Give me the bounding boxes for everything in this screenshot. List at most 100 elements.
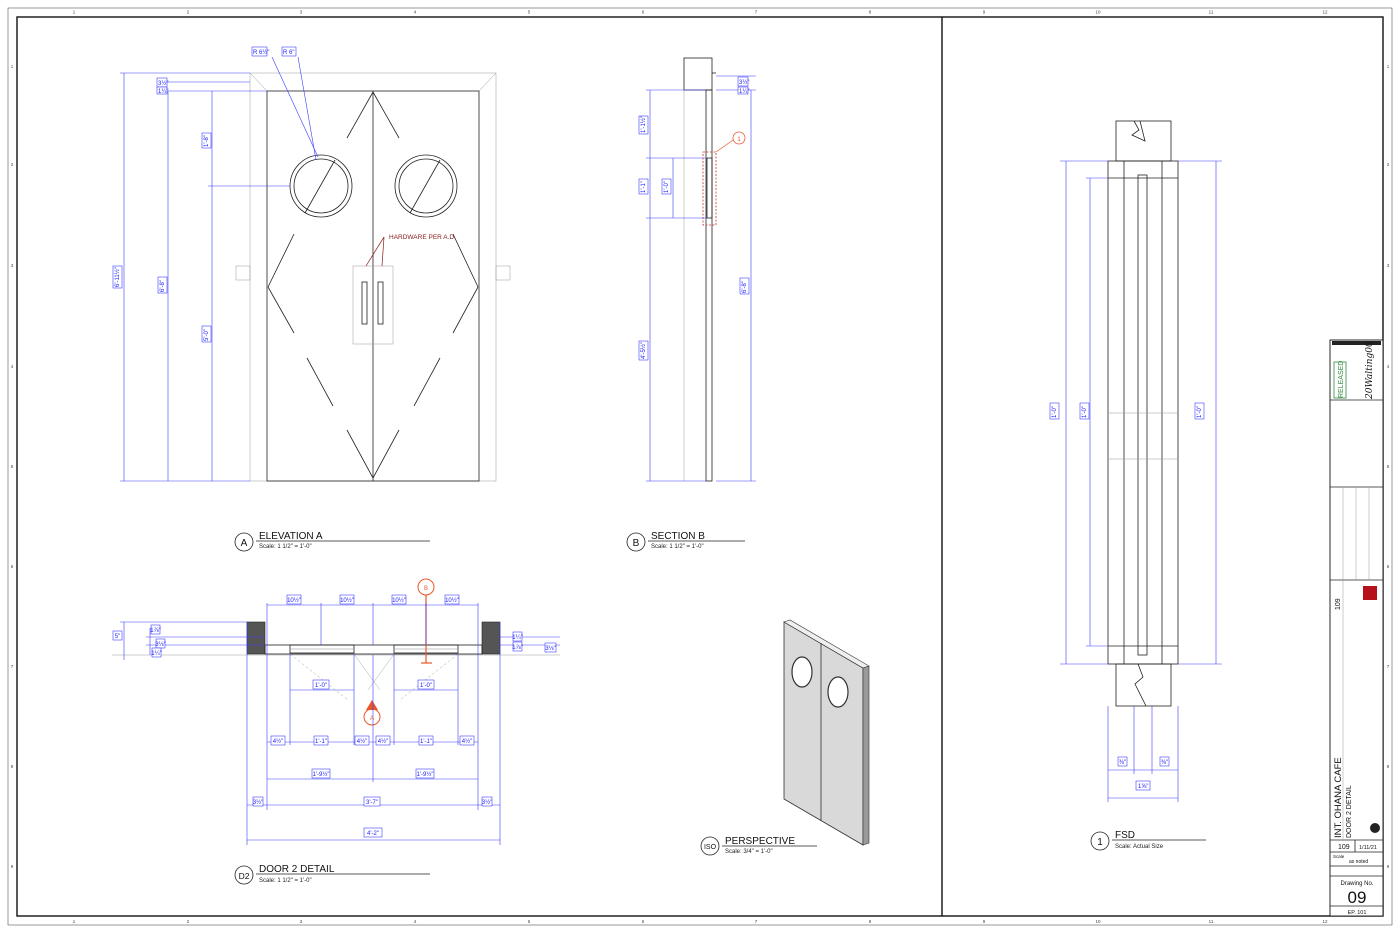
grid-col-label: 12 (1322, 919, 1328, 924)
detail-dimension-labels: B A 10½"10½"10½"10½"5"1⅞"3⅛"1¼"1¼"1⅞"3⅛"… (112, 586, 557, 838)
view-title: FSD (1115, 830, 1135, 841)
grid-col-label: 2 (187, 919, 190, 924)
radius-label-a: R 6½" (253, 49, 269, 56)
scale-value: as noted (1349, 859, 1368, 865)
grid-row-label: 2 (1387, 162, 1390, 167)
hinge-left (235, 265, 251, 281)
grid-row-label: 7 (1387, 664, 1390, 669)
detail-dim-row-b: 1'-9½" (417, 771, 434, 778)
section-cut-b-label: B (424, 586, 428, 592)
detail-jamb-left (246, 621, 266, 655)
detail-dim-row-a: 1'-1" (315, 739, 327, 745)
fsd-dim-height-b: 1'-0" (1082, 406, 1088, 418)
perspective-view (783, 619, 870, 846)
view-title: DOOR 2 DETAIL (259, 864, 335, 875)
scale-label: Scale (1333, 854, 1345, 859)
grid-col-label: 3 (300, 10, 303, 15)
section-door-leaf (705, 89, 713, 482)
grid-col-label: 5 (528, 10, 531, 15)
dim-overall-height: 6'-11½" (114, 267, 121, 287)
view-scale: Scale: 3/4" = 1'-0" (725, 849, 773, 855)
detail-dim-top: 10½" (287, 597, 301, 604)
grid-col-label: 3 (300, 919, 303, 924)
drawing-no-label: Drawing No. (1340, 881, 1373, 887)
view-title: SECTION B (651, 531, 705, 542)
grid-row-label: 6 (11, 564, 14, 569)
detail-dim-row-b: 1'-9½" (313, 771, 330, 778)
detail-dim-row-a: 4½" (378, 738, 388, 745)
section-dim-bottom: 4'-5½" (640, 342, 647, 359)
fsd-dimension-labels: 1'-0" 1'-0" 1'-0" 1⅝" ⅜" ⅜" (1049, 402, 1205, 791)
view-title-perspective: ISO PERSPECTIVE Scale: 3/4" = 1'-0" (700, 836, 817, 856)
detail-dim-left: 3⅛" (155, 642, 165, 648)
view-tag: B (633, 538, 640, 549)
iso-window-left (791, 656, 813, 688)
sheet-number-vertical: 109 (1335, 598, 1342, 610)
view-title-elevation-a: A ELEVATION A Scale: 1 1/2" = 1'-0" (234, 531, 430, 552)
grid-row-label: 2 (11, 162, 14, 167)
hardware-note: HARDWARE PER A.D. (389, 234, 456, 241)
dim-to-hardware: 5'-0" (204, 329, 210, 341)
detail-dim-row-a: 4½" (273, 738, 283, 745)
released-stamp: RELEASED (1338, 361, 1345, 398)
fsd-dim-small-b: ⅜" (1161, 760, 1168, 766)
view-title-section-b: B SECTION B Scale: 1 1/2" = 1'-0" (626, 531, 745, 552)
dim-door-height: 6'-8" (160, 280, 166, 292)
detail-dim-row-a: 4½" (357, 738, 367, 745)
grid-col-label: 8 (869, 919, 872, 924)
section-dim-window: 1'-1" (641, 181, 647, 193)
detail-dim-right: 3⅛" (545, 646, 555, 652)
grid-col-label: 10 (1095, 919, 1101, 924)
vision-window-right (394, 154, 458, 218)
fsd-body (1107, 160, 1179, 665)
grid-col-label: 11 (1209, 919, 1214, 924)
section-dim-top-a: 3½" (739, 79, 749, 86)
grid-row-label: 4 (11, 364, 14, 369)
view-title-door2-detail: D2 DOOR 2 DETAIL Scale: 1 1/2" = 1'-0" (234, 864, 430, 885)
callout-1-text: 1 (737, 137, 741, 143)
company-logo (1363, 586, 1377, 600)
grid-col-label: 7 (755, 919, 758, 924)
grid-col-label: 8 (869, 10, 872, 15)
grid-row-label: 1 (11, 64, 14, 69)
page-number: EP. 101 (1348, 910, 1367, 916)
section-dim-overall: 6'-8" (742, 281, 748, 293)
detail-dim-top: 10½" (340, 597, 354, 604)
sheet-title: DOOR 2 DETAIL (1346, 785, 1353, 838)
detail-dim-inner: 1'-0" (420, 683, 432, 689)
grid-row-label: 1 (1387, 64, 1390, 69)
signature: 20Walting00 (1365, 341, 1375, 400)
detail-dim-inner: 1'-0" (315, 683, 327, 689)
detail-dim-left: 1⅞" (150, 628, 160, 634)
elevation-a (120, 56, 511, 482)
grid-col-label: 9 (983, 10, 986, 15)
grid-col-label: 4 (414, 919, 417, 924)
view-scale: Scale: 1 1/2" = 1'-0" (651, 544, 704, 550)
view-title: PERSPECTIVE (725, 836, 795, 847)
grid-col-label: 2 (187, 10, 190, 15)
dim-top-b: 1¼" (158, 89, 168, 95)
grid-row-label: 8 (11, 764, 14, 769)
section-dim-top-b: 1¼" (739, 89, 749, 95)
view-scale: Scale: 1 1/2" = 1'-0" (259, 544, 312, 550)
grid-row-label: 3 (1387, 263, 1390, 268)
vision-window-left (289, 154, 353, 218)
hinge-right (495, 265, 511, 281)
detail-dim-row-c: 3½" (482, 799, 492, 806)
view-scale: Scale: Actual Size (1115, 844, 1164, 850)
view-tag: 1 (1097, 837, 1103, 848)
grid-col-label: 1 (73, 10, 76, 15)
grid-col-label: 11 (1209, 10, 1214, 15)
door-2-detail (112, 578, 560, 845)
detail-dim-row-a: 1'-1" (420, 739, 432, 745)
fsd-detail (1060, 120, 1222, 802)
detail-dim-row-c: 3'-7" (366, 800, 378, 806)
title-block: RELEASED 20Walting00 INT. OHANA CAFE DOO… (1329, 339, 1384, 917)
view-tag: ISO (704, 844, 717, 851)
grid-row-label: 4 (1387, 364, 1390, 369)
detail-dim-top: 10½" (392, 597, 406, 604)
grid-row-label: 7 (11, 664, 14, 669)
